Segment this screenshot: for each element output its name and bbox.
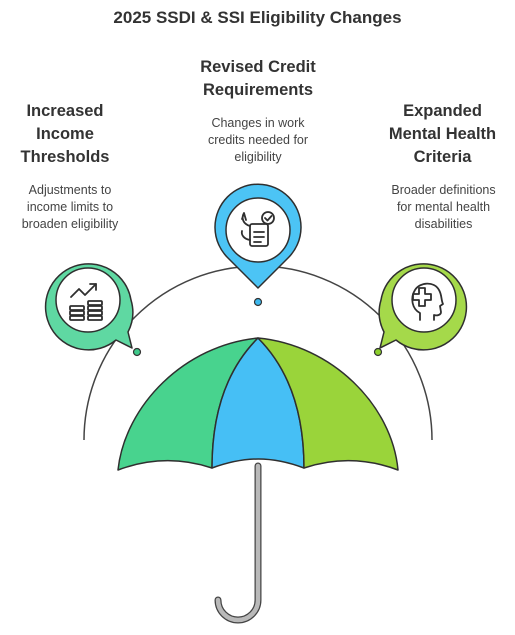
connector-dot-right: [373, 347, 383, 357]
umbrella-canopy: [117, 337, 399, 471]
heading-credit-requirements: Revised Credit Requirements: [200, 58, 316, 99]
description-credit-requirements: Changes in work credits needed for eligi…: [207, 116, 309, 164]
connector-dot-center: [253, 297, 263, 307]
heading-income-thresholds: Increased Income Thresholds: [20, 102, 110, 166]
heading-mental-health: Expanded Mental Health Criteria: [388, 102, 497, 166]
income-growth-icon: [69, 283, 103, 321]
connector-dot-left: [132, 347, 142, 357]
description-income-thresholds: Adjustments to income limits to broaden …: [21, 183, 119, 231]
credit-checklist-icon: [240, 211, 275, 247]
income-growth-marker: [44, 263, 134, 351]
page-title: 2025 SSDI & SSI Eligibility Changes: [113, 8, 402, 27]
description-mental-health: Broader definitions for mental health di…: [391, 183, 496, 231]
mental-health-icon: [411, 282, 444, 321]
umbrella-handle: [214, 462, 262, 624]
canopy-right-panel: [257, 337, 399, 471]
mental-health-marker: [378, 263, 468, 351]
credit-checklist-marker: [214, 183, 302, 289]
